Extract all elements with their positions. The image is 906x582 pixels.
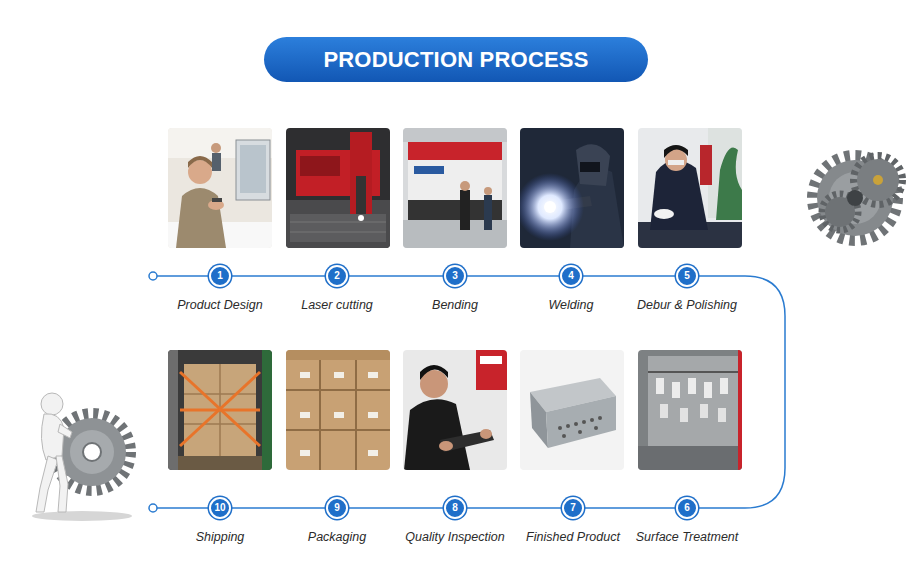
step-label: Laser cutting [301,298,373,313]
welding-photo [520,128,624,248]
step-circle: 8Quality Inspection [444,497,466,519]
step-number: 3 [452,271,458,281]
step-label: Finished Product [526,530,620,545]
step-number: 10 [214,503,225,513]
timeline-connector [348,275,444,277]
shipping-photo [168,350,272,470]
design-photo [168,128,272,248]
step-label: Shipping [196,530,245,545]
laser-photo [286,128,390,248]
step-number: 1 [217,271,223,281]
step-label: Product Design [177,298,262,313]
step-label: Packaging [308,530,366,545]
step-circle: 4Welding [560,265,582,287]
step-circle: 2Laser cutting [326,265,348,287]
step-circle: 3Bending [444,265,466,287]
inspection-photo [403,350,507,470]
coating-photo [638,350,742,470]
step-number: 7 [570,503,576,513]
step-number: 9 [334,503,340,513]
timeline-connector [466,507,562,509]
title-text: PRODUCTION PROCESS [323,47,588,73]
gear-pusher [32,393,132,521]
timeline-connector [466,275,560,277]
title-pill: PRODUCTION PROCESS [264,37,648,82]
step-number: 8 [452,503,458,513]
timeline-connector [231,275,326,277]
step-label: Quality Inspection [405,530,504,545]
step-circle: 9Packaging [326,497,348,519]
step-circle: 5Debur & Polishing [676,265,698,287]
step-circle: 1Product Design [209,265,231,287]
step-label: Debur & Polishing [637,298,737,313]
step-label: Surface Treatment [636,530,739,545]
deburring-photo [638,128,742,248]
step-circle: 6Surface Treatment [676,497,698,519]
step-label: Bending [432,298,478,313]
timeline-connector [348,507,444,509]
step-number: 4 [568,271,574,281]
timeline-connector [584,507,676,509]
step-number: 2 [334,271,340,281]
product-photo [520,350,624,470]
step-circle: 10Shipping [209,497,231,519]
timeline-connector [231,507,326,509]
step-number: 6 [684,503,690,513]
gear-cluster [813,156,902,240]
timeline-connector [582,275,676,277]
bending-photo [403,128,507,248]
step-number: 5 [684,271,690,281]
step-circle: 7Finished Product [562,497,584,519]
step-label: Welding [549,298,594,313]
packaging-photo [286,350,390,470]
